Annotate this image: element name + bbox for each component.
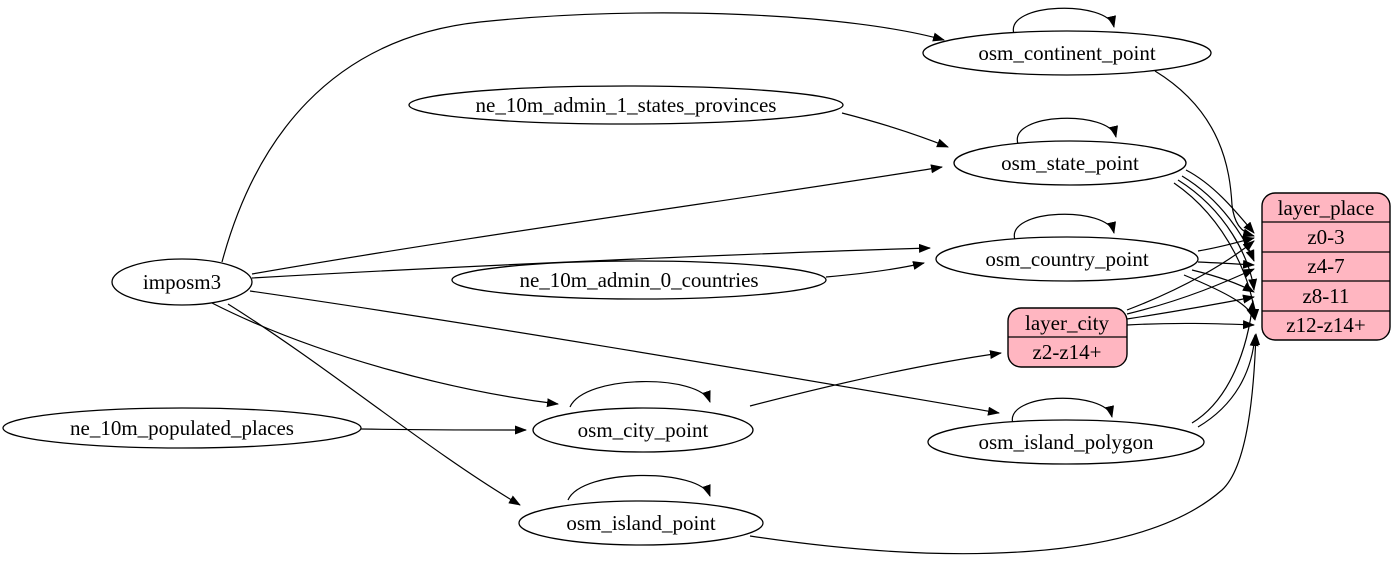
osm_island_polygon-shape xyxy=(927,419,1205,465)
osm_city_point-shape xyxy=(532,407,754,453)
node-ne_10m_admin_0_countries: ne_10m_admin_0_countries xyxy=(451,260,827,300)
edge-osm_island_polygon-z8-11 xyxy=(1191,300,1257,424)
node-osm_country_point: osm_country_point xyxy=(935,236,1199,282)
node-imposm3: imposm3 xyxy=(111,258,253,306)
edge-osm_state_point-z8-11 xyxy=(1177,179,1258,291)
edge-osm_state_point-z0-3 xyxy=(1185,169,1255,234)
edge-osm_country_point-z12-z14 xyxy=(1183,274,1256,320)
node-ne_10m_populated_places: ne_10m_populated_places xyxy=(2,407,362,449)
edge-imposm3-osm_continent_point xyxy=(221,12,945,263)
node-osm_island_point: osm_island_point xyxy=(518,500,764,546)
edge-layer_city-z8-11 xyxy=(1126,294,1255,320)
edge-osm_state_point-z4-7 xyxy=(1181,175,1255,262)
loop-osm_state_point xyxy=(1016,117,1118,145)
osm_country_point-label: osm_country_point xyxy=(985,247,1148,271)
edge-imposm3-osm_island_polygon xyxy=(249,290,1000,416)
edge-nepop-osm_city_point xyxy=(360,425,527,435)
edge-osm_island_polygon-z12-z14 xyxy=(1197,334,1259,428)
osm_state_point-shape xyxy=(953,140,1187,186)
edge-osm_continent_point-z0-3 xyxy=(1154,70,1255,238)
layer_place-row-z12-z14: z12-z14+ xyxy=(1286,313,1365,337)
edge-osm_country_point-z0-3 xyxy=(1197,236,1255,252)
layer_city-row-z2-z14: z2-z14+ xyxy=(1033,340,1102,364)
osm_state_point-label: osm_state_point xyxy=(1001,151,1139,175)
osm_island_point-shape xyxy=(518,500,764,546)
edge-osm_island_point-z12-z14 xyxy=(749,333,1261,555)
edge-osm_country_point-z4-7 xyxy=(1197,259,1255,269)
edge-imposm3-osm_country_point xyxy=(251,243,931,279)
ne1-label: ne_10m_admin_1_states_provinces xyxy=(476,93,777,117)
layer_place-row-z0-3: z0-3 xyxy=(1307,225,1344,249)
loop-osm_country_point xyxy=(1014,213,1116,241)
edge-osm_city_point-layer_city xyxy=(749,350,1002,407)
osm_island_polygon-label: osm_island_polygon xyxy=(978,430,1154,454)
node-ne_10m_admin_1_states_provinces: ne_10m_admin_1_states_provinces xyxy=(408,85,844,125)
edge-layer_city-z4-7 xyxy=(1126,268,1255,315)
layer_place-row-z4-7: z4-7 xyxy=(1307,254,1344,278)
edge-ne1-osm_state_point xyxy=(841,112,949,148)
edges xyxy=(211,7,1261,555)
osm_country_point-shape xyxy=(935,236,1199,282)
imposm3-shape xyxy=(111,258,253,306)
node-osm_city_point: osm_city_point xyxy=(532,407,754,453)
ne0-label: ne_10m_admin_0_countries xyxy=(519,268,758,292)
node-osm_state_point: osm_state_point xyxy=(953,140,1187,186)
loop-osm_continent_point xyxy=(1013,7,1116,35)
layer_city-title: layer_city xyxy=(1025,311,1109,335)
edge-imposm3-osm_state_point xyxy=(251,164,943,275)
ne0-shape xyxy=(451,260,827,300)
edge-layer_city-z0-3 xyxy=(1126,240,1255,311)
edge-imposm3-osm_island_point xyxy=(227,303,521,506)
loop-osm_city_point xyxy=(569,381,711,408)
record-layer_place: layer_place z0-3 z4-7 z8-11 z12-z14+ xyxy=(1261,192,1391,341)
imposm3-label: imposm3 xyxy=(143,270,221,294)
edge-imposm3-osm_city_point xyxy=(211,302,559,408)
loop-osm_island_point xyxy=(567,474,711,501)
layer_place-box xyxy=(1261,192,1391,341)
edge-layer_city-z12-z14 xyxy=(1126,320,1255,330)
osm_island_point-label: osm_island_point xyxy=(566,511,716,535)
loop-osm_island_polygon xyxy=(1012,397,1114,425)
edge-osm_country_point-z8-11 xyxy=(1191,269,1255,293)
layer_place-title: layer_place xyxy=(1278,196,1375,220)
node-osm_island_polygon: osm_island_polygon xyxy=(927,419,1205,465)
osm_city_point-label: osm_city_point xyxy=(578,418,709,442)
nepop-label: ne_10m_populated_places xyxy=(70,416,294,440)
edge-ne0-osm_country_point xyxy=(825,261,925,278)
record-layer_city: layer_city z2-z14+ xyxy=(1007,307,1128,368)
ne1-shape xyxy=(408,85,844,125)
osm_continent_point-shape xyxy=(922,30,1212,76)
osm_continent_point-label: osm_continent_point xyxy=(978,41,1155,65)
node-osm_continent_point: osm_continent_point xyxy=(922,30,1212,76)
nepop-shape xyxy=(2,407,362,449)
layer_place-row-z8-11: z8-11 xyxy=(1302,284,1349,308)
